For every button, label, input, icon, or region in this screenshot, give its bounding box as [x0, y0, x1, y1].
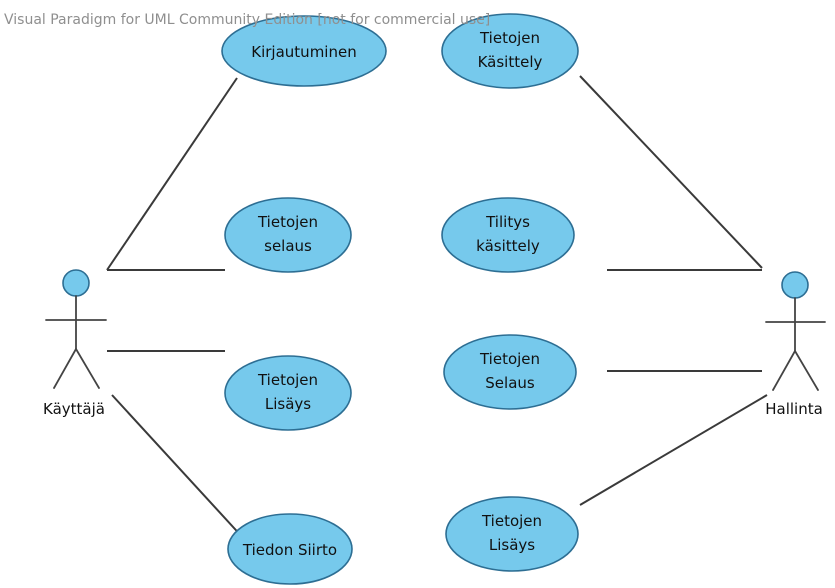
usecase-tiedon-siirto[interactable]: Tiedon Siirto [227, 513, 353, 585]
assoc-hallinta-tietojen-lisays [579, 394, 768, 506]
actor-kayttaja[interactable]: Käyttäjä [43, 269, 107, 418]
usecase-label: Käsittely [478, 53, 543, 71]
usecase-label: Selaus [485, 374, 535, 392]
usecase-label: Lisäys [489, 536, 535, 554]
usecase-label: Tilitys [485, 213, 530, 231]
usecase-label: Tietojen [479, 350, 540, 368]
actor-head [62, 269, 90, 297]
usecase-label: käsittely [476, 237, 540, 255]
actor-label-kayttaja: Käyttäjä [43, 400, 105, 418]
usecase-kirjautuminen[interactable]: Kirjautuminen [221, 15, 387, 87]
usecase-label: Tietojen [481, 512, 542, 530]
usecase-label: Tietojen [257, 371, 318, 389]
watermark-text: Visual Paradigm for UML Community Editio… [4, 12, 490, 28]
actor-hallinta[interactable]: Hallinta [765, 271, 826, 418]
usecase-label: Tiedon Siirto [242, 541, 337, 559]
usecase-label: Lisäys [265, 395, 311, 413]
assoc-kayttaja-tiedon-siirto [111, 394, 246, 541]
usecase-tilitys-kasittely[interactable]: Tilitys käsittely [441, 197, 575, 273]
actor-head [781, 271, 809, 299]
usecase-tietojen-kasittely[interactable]: Tietojen Käsittely [441, 13, 579, 89]
usecase-label: Kirjautuminen [251, 43, 356, 61]
usecase-label: selaus [264, 237, 312, 255]
assoc-kayttaja-kirjautuminen [106, 77, 238, 271]
usecase-tietojen-lisays-hallinta[interactable]: Tietojen Lisäys [445, 496, 579, 572]
associations [106, 75, 768, 541]
usecase-tietojen-selaus-kayttaja[interactable]: Tietojen selaus [224, 197, 352, 273]
usecase-tietojen-lisays-kayttaja[interactable]: Tietojen Lisäys [224, 355, 352, 431]
usecase-tietojen-selaus-hallinta[interactable]: Tietojen Selaus [443, 334, 577, 410]
assoc-hallinta-tietojen-kasittely [579, 75, 763, 269]
usecase-label: Tietojen [257, 213, 318, 231]
actor-label-hallinta: Hallinta [765, 400, 823, 418]
usecase-label: Tietojen [479, 29, 540, 47]
